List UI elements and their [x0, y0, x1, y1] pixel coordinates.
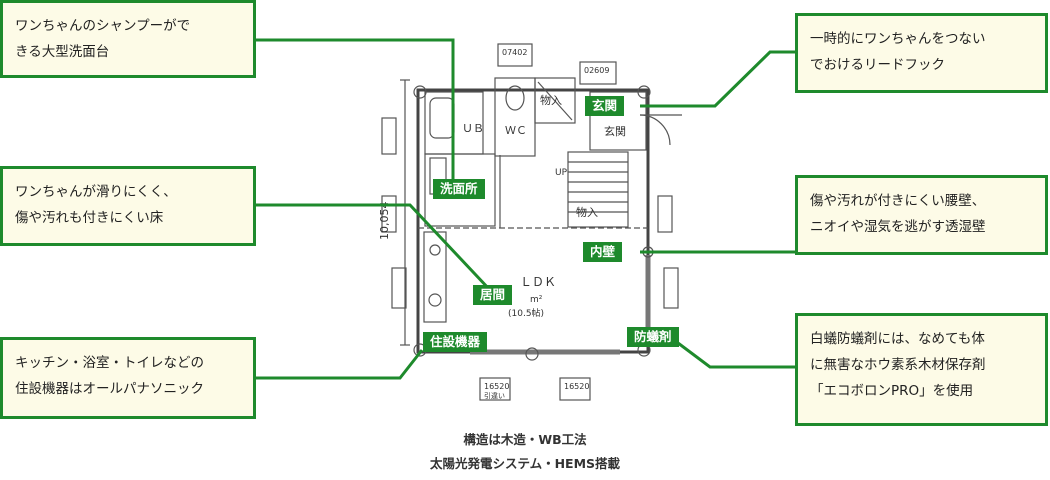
plan-label-wc: ＷＣ: [505, 124, 527, 137]
tag-entrance: 玄関: [585, 96, 625, 116]
connector-floor: [255, 203, 492, 292]
tag-interior-wall: 内壁: [583, 242, 623, 262]
callout-floor-line-2: 傷や汚れも付きにくい床: [15, 210, 164, 226]
callout-washstand-line-1: ワンちゃんのシャンプーがで: [15, 18, 191, 34]
callout-termite-line-2: に無害なホウ素系木材保存剤: [810, 357, 986, 373]
callout-wall-line-1: 傷や汚れが付きにくい腰壁、: [810, 193, 986, 209]
plan-note-07402: 07402: [502, 48, 527, 57]
callout-equipment-line-2: 住設機器はオールパナソニック: [15, 381, 204, 397]
plan-note-16520-a: 16520: [484, 382, 509, 391]
callout-hook-line-1: 一時的にワンちゃんをつない: [810, 31, 986, 47]
callout-wall-line-2: ニオイや湿気を逃がす透湿壁: [810, 219, 986, 235]
caption-structure: 構造は木造・WB工法: [463, 432, 587, 447]
connector-termite: [669, 335, 797, 369]
callout-wall: 傷や汚れが付きにくい腰壁、 ニオイや湿気を逃がす透湿壁: [795, 175, 1048, 255]
plan-label-area-unit: m²: [530, 295, 543, 305]
plan-label-entrance: 玄関: [604, 124, 626, 138]
callout-equipment: キッチン・浴室・トイレなどの 住設機器はオールパナソニック: [0, 337, 256, 419]
plan-dimension-height: 10,054: [378, 202, 391, 241]
callout-termite-line-3: 「エコボロンPRO」を使用: [810, 383, 974, 399]
tag-equipment: 住設機器: [423, 332, 488, 352]
connector-hook: [640, 50, 797, 108]
plan-label-area-tatami: (10.5帖): [508, 307, 544, 319]
caption-systems: 太陽光発電システム・HEMS搭載: [429, 456, 621, 471]
callout-termite-line-1: 白蟻防蟻剤には、なめても体: [810, 331, 985, 347]
plan-label-ub: ＵＢ: [462, 122, 484, 135]
callout-hook: 一時的にワンちゃんをつない でおけるリードフック: [795, 13, 1048, 93]
callout-floor-line-1: ワンちゃんが滑りにくく、: [15, 184, 177, 200]
callout-washstand-line-2: きる大型洗面台: [15, 44, 110, 60]
tag-washroom: 洗面所: [433, 179, 485, 199]
tag-living: 居間: [473, 285, 513, 305]
callout-equipment-line-1: キッチン・浴室・トイレなどの: [15, 355, 204, 371]
plan-label-storage-mid: 物入: [576, 205, 598, 219]
callout-washstand: ワンちゃんのシャンプーがで きる大型洗面台: [0, 0, 256, 78]
plan-label-up: UP: [555, 168, 568, 178]
callout-hook-line-2: でおけるリードフック: [810, 57, 945, 73]
tag-termite: 防蟻剤: [627, 327, 679, 347]
plan-note-hikichigai: 引違い: [484, 391, 505, 400]
plan-label-storage-top: 物入: [540, 93, 562, 107]
connector-equipment: [256, 349, 424, 380]
plan-note-16520-b: 16520: [564, 382, 589, 391]
callout-termite: 白蟻防蟻剤には、なめても体 に無害なホウ素系木材保存剤 「エコボロンPRO」を使…: [795, 313, 1048, 426]
callout-floor: ワンちゃんが滑りにくく、 傷や汚れも付きにくい床: [0, 166, 256, 246]
plan-note-02609: 02609: [584, 66, 609, 75]
connector-washstand: [255, 38, 455, 186]
plan-label-ldk: ＬＤＫ: [520, 275, 556, 289]
